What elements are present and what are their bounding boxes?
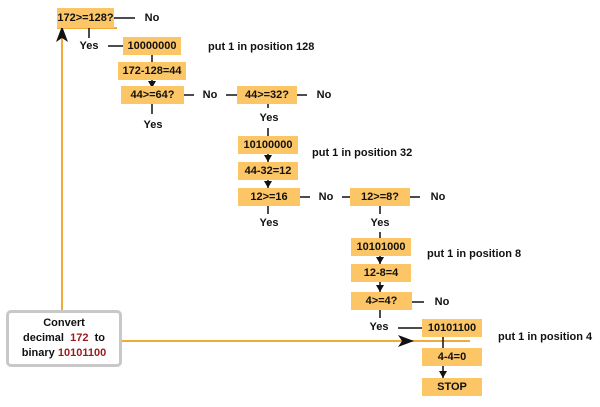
no-diamond-1: No [134, 8, 170, 28]
yes-diamond-3: Yes [250, 108, 288, 128]
decision-12-8: 12>=8? [350, 188, 410, 206]
no-diamond-3: No [307, 85, 341, 105]
result-10101100: 10101100 [422, 319, 482, 337]
decision-172-128: 172>=128? [57, 8, 114, 28]
yes-diamond-5: Yes [361, 213, 399, 233]
no-diamond-5: No [420, 187, 456, 207]
result-10101000: 10101000 [351, 238, 411, 256]
arrow-up-icon [56, 26, 68, 42]
start-box: Convert decimal 172 to binary 10101100 [6, 310, 122, 367]
stop-box: STOP [422, 378, 482, 396]
note-position-4: put 1 in position 4 [498, 331, 593, 343]
note-position-128: put 1 in position 128 [208, 41, 315, 53]
decision-44-32: 44>=32? [237, 86, 297, 104]
subtract-44-32: 44-32=12 [238, 162, 298, 180]
note-position-8: put 1 in position 8 [427, 248, 522, 260]
yes-diamond-1: Yes [70, 36, 108, 56]
subtract-12-8: 12-8=4 [351, 264, 411, 282]
binary-value: 10101100 [57, 347, 107, 359]
start-line-2: decimal 172 to [23, 332, 105, 344]
result-10000000: 10000000 [123, 37, 181, 55]
start-line-3: binary 10101100 [21, 347, 107, 359]
arrow-right-icon [398, 335, 414, 347]
no-diamond-2: No [193, 85, 227, 105]
decision-4-4: 4>=4? [351, 292, 412, 310]
no-diamond-6: No [424, 292, 460, 312]
decision-44-64: 44>=64? [121, 86, 184, 104]
yes-diamond-4: Yes [250, 213, 288, 233]
start-line-1: Convert [43, 317, 85, 329]
yes-diamond-6: Yes [360, 317, 398, 337]
subtract-172-128: 172-128=44 [118, 62, 186, 80]
decimal-value: 172 [70, 332, 89, 344]
note-position-32: put 1 in position 32 [312, 147, 413, 159]
result-10100000: 10100000 [238, 136, 298, 154]
no-diamond-4: No [309, 187, 343, 207]
yes-diamond-2: Yes [134, 115, 172, 135]
decision-12-16: 12>=16 [238, 188, 300, 206]
subtract-4-4: 4-4=0 [422, 348, 482, 366]
